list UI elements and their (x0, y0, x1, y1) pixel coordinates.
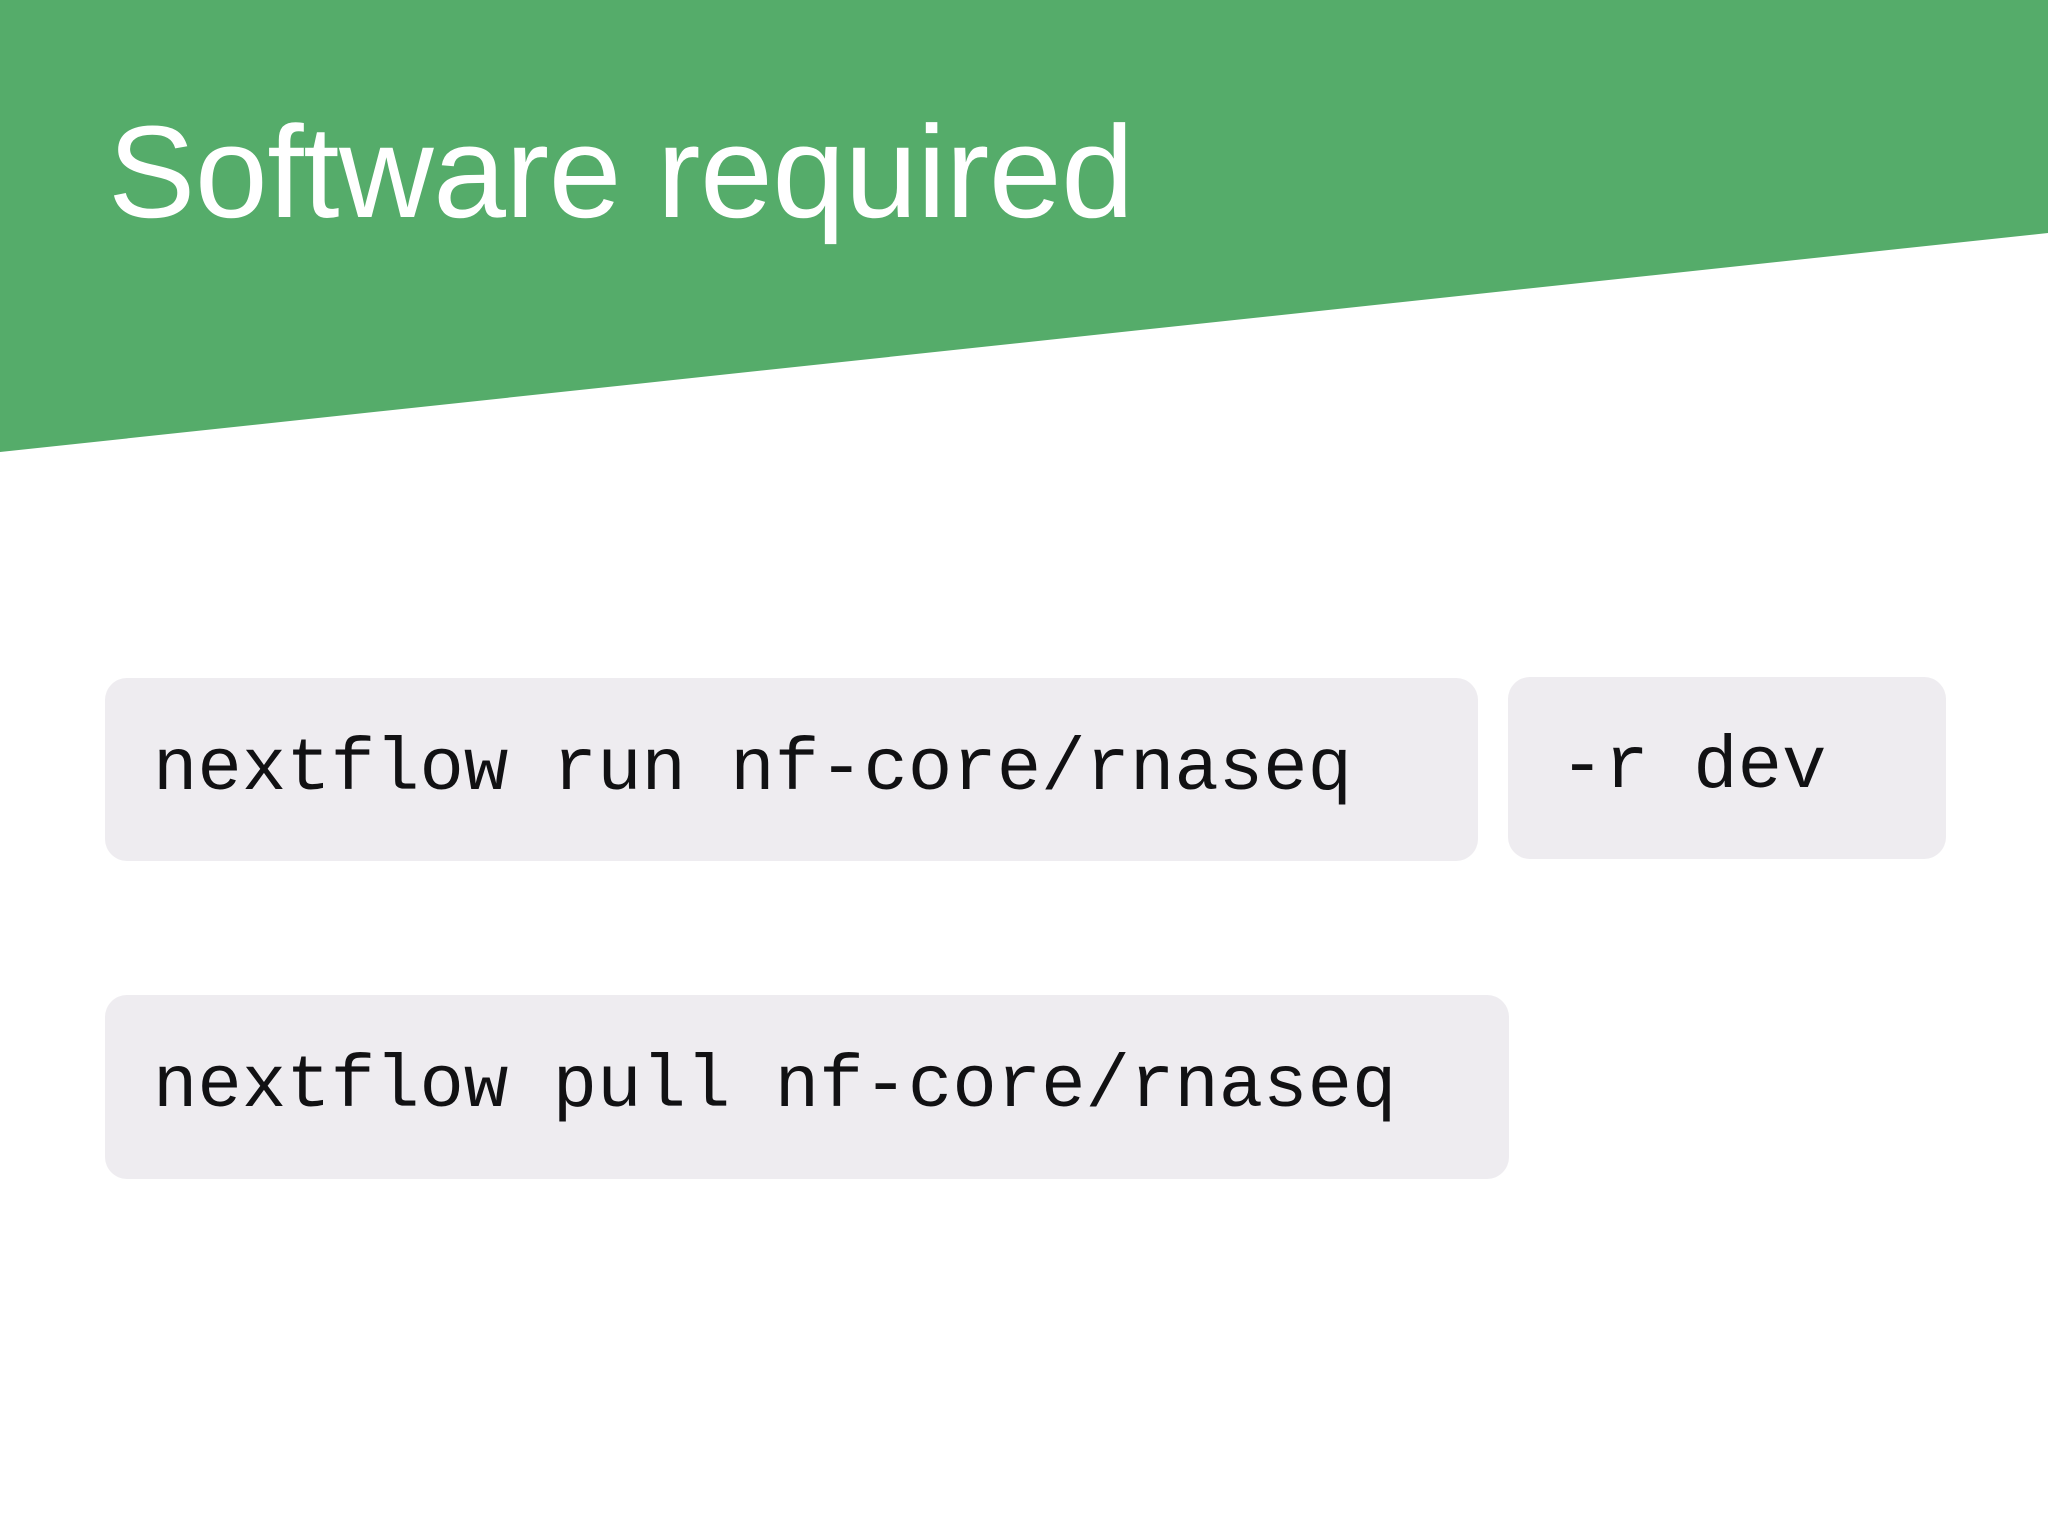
code-chip-revision-flag[interactable]: -r dev (1508, 677, 1946, 859)
page-title: Software required (108, 98, 1134, 245)
code-chip-pull-command[interactable]: nextflow pull nf-core/rnaseq (105, 995, 1509, 1179)
code-chip-run-command-text: nextflow run nf-core/rnaseq (153, 727, 1352, 812)
code-chip-run-command[interactable]: nextflow run nf-core/rnaseq (105, 678, 1478, 861)
code-chip-pull-command-text: nextflow pull nf-core/rnaseq (153, 1045, 1397, 1129)
code-chip-revision-flag-text: -r dev (1560, 726, 1827, 810)
